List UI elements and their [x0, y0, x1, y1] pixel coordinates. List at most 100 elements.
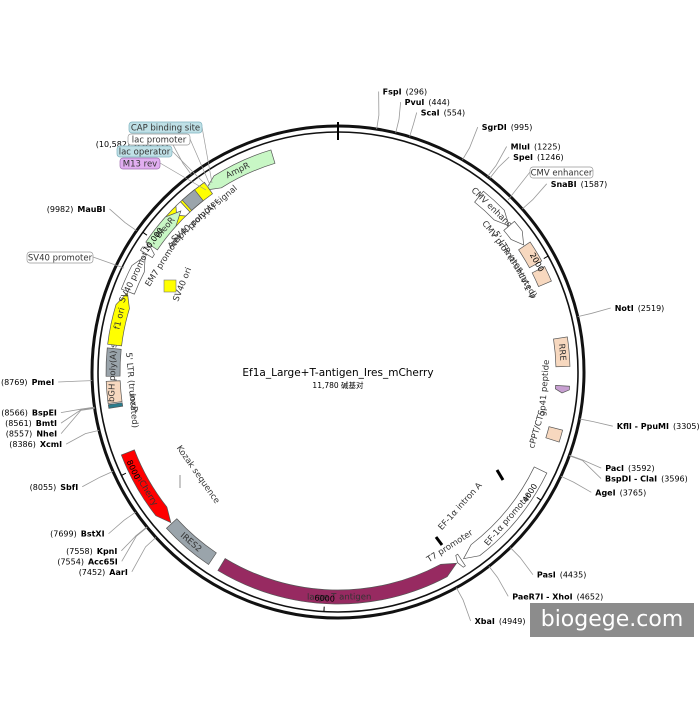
feature-cppt-cts[interactable]: cPPT/CTS — [527, 409, 562, 450]
svg-text:FspI(296): FspI (296) — [383, 87, 427, 96]
site-name: NheI — [36, 429, 57, 438]
svg-text:(7554)Acc65I: (7554) Acc65I — [57, 557, 117, 566]
inner-label: Kozak sequence — [174, 444, 222, 506]
callout-label: lac promoter — [132, 136, 187, 146]
site-name: SpeI — [513, 152, 533, 161]
site-bstxi[interactable]: (7699)BstXI — [50, 512, 136, 538]
svg-text:PacI(3592): PacI (3592) — [605, 464, 654, 473]
site-scai[interactable]: ScaI (554) — [410, 108, 465, 137]
svg-text:AgeI(3765): AgeI (3765) — [595, 488, 646, 497]
site-name: SgrDI — [482, 123, 507, 132]
site-noti[interactable]: NotI (2519) — [578, 304, 665, 317]
site-pasi[interactable]: PasI (4435) — [510, 548, 586, 580]
site-name: PacI — [605, 464, 624, 473]
site-position: (1225) — [534, 142, 561, 151]
site-position: (4435) — [560, 570, 587, 579]
site-position: (8561) — [5, 419, 32, 428]
svg-text:(8055)SbfI: (8055)SbfI — [30, 482, 79, 491]
site-sbfi[interactable]: (8055)SbfI — [30, 471, 113, 491]
feature-ires2[interactable]: IRES2 — [166, 519, 216, 565]
site-position: (7699) — [50, 529, 77, 538]
site-position: (7558) — [66, 546, 93, 555]
inner-sv40-ori[interactable]: SV40 ori — [164, 266, 194, 303]
site-position: (8769) — [1, 377, 28, 386]
site-fspi[interactable]: FspI (296) — [377, 87, 427, 129]
feature-t7-promoter[interactable]: T7 promoter — [424, 528, 475, 567]
tick-6000: 6000 — [314, 594, 335, 612]
site-position: (8055) — [30, 482, 57, 491]
site-position: (444) — [428, 98, 450, 107]
svg-text:XbaI(4949): XbaI(4949) — [475, 616, 526, 625]
site-paci[interactable]: PacI (3592) — [569, 455, 654, 472]
site-name: BspDI - ClaI — [605, 474, 657, 483]
callout-label: M13 rev — [123, 160, 157, 170]
svg-text:KflI - PpuMI(3305): KflI - PpuMI(3305) — [617, 422, 700, 431]
site-name: BmtI — [36, 419, 57, 428]
callout-sv40-promoter[interactable]: SV40 promoter — [27, 252, 124, 268]
site-position: (8566) — [1, 408, 28, 417]
site-name: AgeI — [595, 488, 615, 497]
site-name: KflI - PpuMI — [617, 422, 669, 431]
site-name: PmeI — [32, 377, 55, 386]
site-name: Acc65I — [88, 557, 118, 566]
feature-label: gp41 peptide — [538, 359, 552, 416]
site-position: (296) — [406, 87, 428, 96]
site-position: (9982) — [47, 204, 74, 213]
feature-rre[interactable]: RRE — [553, 337, 569, 367]
restriction-site-layer: FspI (296) PvuI(444)ScaI (554) SgrDI (995) Mlu… — [1, 87, 700, 625]
site-kfli-ppumi[interactable]: KflI - PpuMI(3305) — [579, 419, 699, 431]
site-name: AarI — [109, 567, 128, 576]
site-position: (995) — [511, 123, 533, 132]
site-position: (3765) — [620, 488, 647, 497]
site-name: PasI — [537, 570, 556, 579]
feature-ampr[interactable]: AmpR — [206, 150, 275, 190]
site-name: NotI — [615, 304, 634, 313]
tick-label: 4000 — [521, 482, 539, 504]
site-name: PaeR7I - XhoI — [512, 592, 572, 601]
site-position: (8557) — [6, 429, 33, 438]
feature-label: 5' LTR (truncated) — [123, 352, 140, 428]
site-position: (4652) — [577, 592, 604, 601]
site-position: (8386) — [9, 440, 36, 449]
callout-label: SV40 promoter — [28, 254, 93, 264]
site-name: ScaI — [421, 108, 440, 117]
site-name: MauBI — [77, 204, 105, 213]
callout-label: lac operator — [119, 148, 171, 158]
svg-text:(8769)PmeI: (8769) PmeI — [1, 377, 54, 386]
site-kpni[interactable]: (7558)KpnI — [66, 527, 147, 555]
site-position: (2519) — [638, 304, 665, 313]
site-bspei[interactable]: (8566)BspEI — [1, 407, 94, 417]
watermark: biogege.com — [530, 603, 694, 637]
site-name: XcmI — [40, 440, 62, 449]
site-name: SbfI — [60, 482, 78, 491]
svg-text:ScaI(554): ScaI (554) — [421, 108, 465, 117]
svg-text:(9982)MauBI: (9982)MauBI — [47, 204, 106, 213]
site-name: SnaBI — [551, 179, 577, 188]
site-name: MluI — [511, 142, 530, 151]
svg-text:BspDI - ClaI(3596): BspDI - ClaI(3596) — [605, 474, 688, 483]
svg-text:PvuI(444): PvuI(444) — [405, 98, 450, 107]
site-snabi[interactable]: SnaBI(1587) — [522, 179, 607, 209]
svg-text:NotI(2519): NotI (2519) — [615, 304, 665, 313]
svg-text:(8561)BmtI: (8561) BmtI — [5, 419, 57, 428]
site-position: (3592) — [628, 464, 655, 473]
svg-text:MluI(1225): MluI (1225) — [511, 142, 561, 151]
feature-gp41-peptide[interactable]: gp41 peptide — [538, 359, 570, 416]
plasmid-name: Ef1a_Large+T-antigen_Ires_mCherry — [242, 367, 433, 379]
site-name: FspI — [383, 87, 402, 96]
callout-label: CMV enhancer — [531, 169, 593, 179]
feature-label: T7 promoter — [424, 528, 475, 566]
svg-text:(8557)NheI: (8557)NheI — [6, 429, 57, 438]
site-position: (554) — [444, 108, 466, 117]
site-position: (4949) — [499, 616, 526, 625]
svg-text:PaeR7I - XhoI(4652): PaeR7I - XhoI (4652) — [512, 592, 603, 601]
site-maubi[interactable]: (9982)MauBI — [47, 204, 137, 230]
svg-text:(7558)KpnI: (7558)KpnI — [66, 546, 117, 555]
tick-label: 6000 — [314, 594, 335, 604]
site-position: (7554) — [57, 557, 84, 566]
inner-kozak-sequence[interactable]: Kozak sequence — [174, 444, 222, 506]
site-pmei[interactable]: (8769) PmeI — [1, 377, 92, 386]
